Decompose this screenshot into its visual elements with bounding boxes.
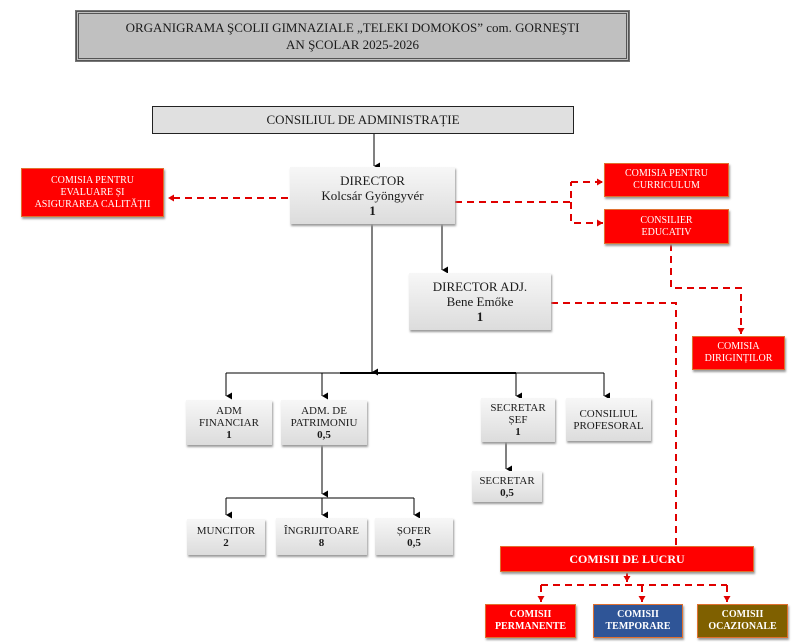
node-director: DIRECTOR Kolcsár Gyöngyvér 1 [290, 167, 455, 224]
title-line-1: ORGANIGRAMA ŞCOLII GIMNAZIALE „TELEKI DO… [125, 20, 580, 35]
node-label-line: OCAZIONALE [708, 621, 777, 632]
node-label-line: COMISIA [717, 341, 760, 352]
node-label-line: ÎNGRIJITOARE [284, 524, 359, 537]
node-adm-patrimoniu: ADM. DE PATRIMONIU 0,5 [281, 400, 367, 445]
node-label-line: PROFESORAL [573, 419, 644, 432]
node-label-line: COMISII [617, 609, 659, 620]
node-label-line: COMISII [509, 609, 552, 620]
node-label-line: EVALUARE ȘI [60, 186, 125, 198]
node-secretar-sef: SECRETAR ȘEF 1 [481, 398, 555, 442]
node-label-line: COMISIA PENTRU [50, 174, 135, 186]
node-label-line: CONSILIUL [579, 407, 638, 420]
node-label: COMISII DE LUCRU [569, 552, 685, 566]
node-muncitor: MUNCITOR 2 [187, 519, 265, 555]
node-label-line: CONSILIER [640, 214, 693, 226]
node-count: 0,5 [407, 536, 421, 549]
node-director-adjunct: DIRECTOR ADJ. Bene Emőke 1 [409, 273, 551, 330]
node-count: 1 [515, 426, 521, 438]
node-comisii-ocazionale: COMISII OCAZIONALE [697, 604, 788, 638]
node-count: 1 [226, 428, 232, 441]
node-label-line: ADM. DE [301, 404, 347, 417]
node-label-line: TEMPORARE [605, 621, 671, 632]
node-consiliul-profesoral: CONSILIUL PROFESORAL [566, 398, 651, 441]
node-sofer: ȘOFER 0,5 [375, 518, 453, 555]
node-label-line: PATRIMONIU [290, 416, 358, 429]
node-label-line: MUNCITOR [196, 525, 256, 537]
node-label-line: CURRICULUM [633, 180, 700, 191]
title-line-2: AN ŞCOLAR 2025-2026 [286, 37, 419, 52]
node-comisii-de-lucru: COMISII DE LUCRU [500, 546, 754, 572]
node-label-line: COMISII [721, 609, 764, 620]
node-role: DIRECTOR ADJ. [432, 279, 528, 294]
node-comisia-evaluare: COMISIA PENTRU EVALUARE ȘI ASIGURAREA CA… [21, 168, 164, 217]
node-label-line: ASIGURAREA CALITĂȚII [34, 198, 151, 210]
node-count: 0,5 [500, 486, 514, 499]
node-role: DIRECTOR [340, 173, 405, 188]
node-count: 1 [476, 309, 484, 324]
chart-title: ORGANIGRAMA ŞCOLII GIMNAZIALE „TELEKI DO… [75, 10, 630, 62]
node-comisia-curriculum: COMISIA PENTRU CURRICULUM [604, 163, 729, 197]
node-label-line: SECRETAR [490, 402, 546, 414]
node-ingrijitoare: ÎNGRIJITOARE 8 [276, 518, 367, 555]
node-comisia-dirigintilor: COMISIA DIRIGINȚILOR [692, 336, 785, 370]
node-label-line: ȘOFER [396, 524, 432, 537]
node-label-line: EDUCATIV [641, 226, 692, 238]
node-person-name: Bene Emőke [446, 294, 514, 309]
node-count: 0,5 [317, 428, 331, 441]
node-label-line: FINANCIAR [199, 416, 259, 429]
node-label-line: DIRIGINȚILOR [704, 353, 773, 364]
node-comisii-temporare: COMISII TEMPORARE [593, 604, 683, 638]
node-label-line: ȘEF [508, 414, 528, 426]
node-label-line: SECRETAR [479, 474, 535, 487]
node-count: 1 [369, 203, 376, 218]
node-count: 8 [318, 536, 325, 549]
node-label-line: ADM [216, 404, 242, 417]
node-label-line: PERMANENTE [494, 621, 567, 632]
node-adm-financiar: ADM FINANCIAR 1 [186, 400, 272, 445]
node-comisii-permanente: COMISII PERMANENTE [485, 604, 576, 638]
node-label-line: COMISIA PENTRU [624, 168, 709, 179]
node-consilier-educativ: CONSILIER EDUCATIV [604, 209, 729, 244]
node-count: 2 [223, 537, 229, 549]
node-consiliul-administratie: CONSILIUL DE ADMINISTRAȚIE [152, 106, 574, 134]
node-label: CONSILIUL DE ADMINISTRAȚIE [266, 112, 460, 127]
node-person-name: Kolcsár Gyöngyvér [321, 188, 424, 203]
node-secretar: SECRETAR 0,5 [472, 471, 542, 502]
